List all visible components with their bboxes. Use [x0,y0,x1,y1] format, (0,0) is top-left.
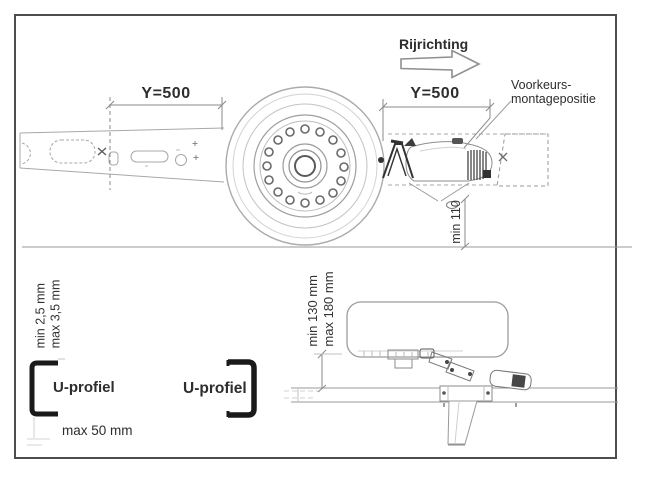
preferred-mounting-line1: Voorkeurs- [511,78,572,92]
preferred-mounting-position-label: Voorkeurs- montagepositie [511,78,596,106]
driving-direction-label: Rijrichting [399,36,469,52]
spare-wheel-top-view [291,301,618,446]
wheel-height-min: min 130 mm [305,275,321,347]
driving-direction-arrow [400,49,481,79]
wheel-height-max: max 180 mm [321,271,336,347]
u-profile-label-right: U-profiel [183,380,247,397]
min-110-dimension-label: min 110 [449,200,463,244]
winch-device [378,133,549,209]
wheel-side-view [225,86,385,246]
y500-dimension-left: Y=500 [141,85,191,103]
dimension-lines-top [105,97,512,251]
u-profile-bracket-open-left [226,359,320,418]
wheel-height-labels: min 130 mm max 180 mm [305,269,337,349]
preferred-mounting-line2: montagepositie [511,92,596,106]
web-thickness-labels: min 2,5 mm max 3,5 mm [33,280,63,349]
u-profile-bracket-open-right [27,358,65,446]
crank-cylinder [489,369,532,391]
mounting-plate [439,385,493,402]
web-thickness-max: max 3,5 mm [48,279,62,349]
u-profile-label-left: U-profiel [53,379,115,396]
frame-rivet-mark [97,147,107,156]
support-post [447,400,478,446]
clamp-a-frame [378,139,414,179]
trailer-frame-beam [19,127,225,183]
dimension-lines-bottom [314,349,342,393]
wheel-mount-mechanism [387,348,475,382]
web-thickness-min: min 2,5 mm [33,283,48,349]
y500-dimension-right: Y=500 [410,85,460,103]
max-50-dimension-label: max 50 mm [62,423,133,438]
